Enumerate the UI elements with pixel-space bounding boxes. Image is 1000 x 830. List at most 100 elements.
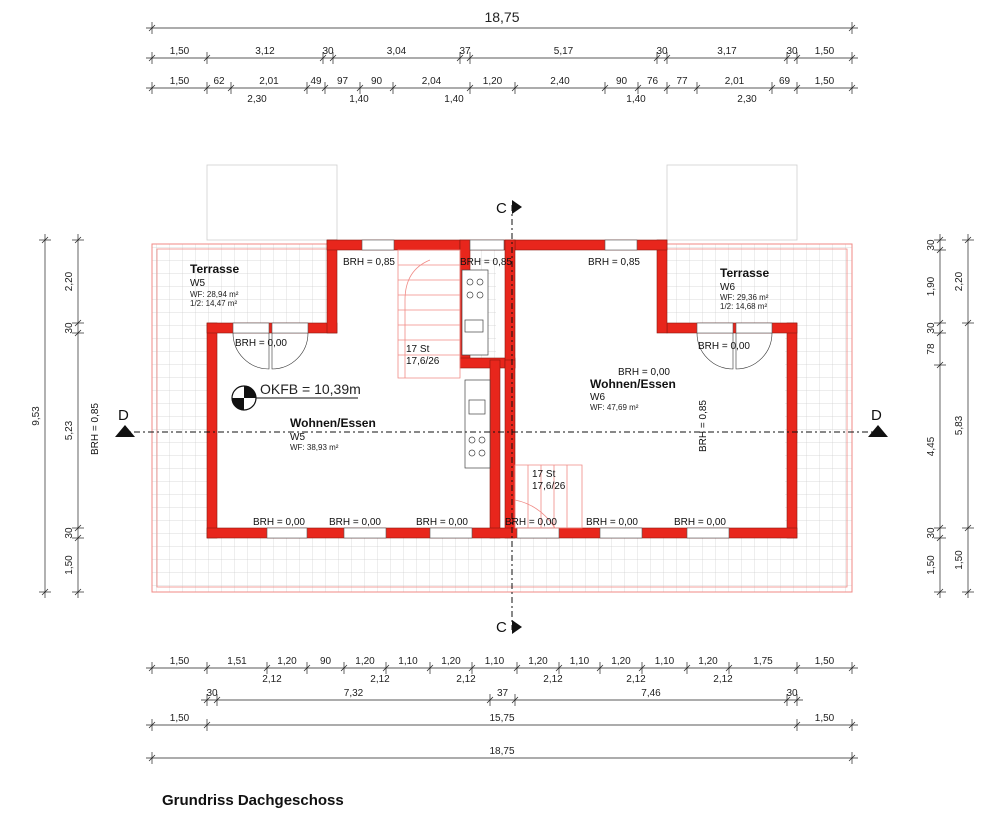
dim-bottom-row1-7: 1,10	[485, 656, 505, 667]
dim-top-row2a-7: 1,20	[483, 76, 503, 87]
dim-top-row2a-13: 69	[779, 76, 791, 87]
dim-left-outer-0: 9,53	[31, 406, 42, 426]
dim-top-row2a-0: 1,50	[170, 76, 190, 87]
dim-left-inner-1: 30	[64, 322, 75, 334]
dim-left-inner-3: 30	[64, 527, 75, 539]
living-w6-wf: WF: 47,69 m²	[590, 403, 639, 412]
dim-right-inner-4: 4,45	[926, 436, 937, 456]
brh-bottom-1: BRH = 0,00	[253, 517, 305, 528]
door-swings	[232, 332, 773, 370]
section-c-top: C	[496, 200, 507, 217]
dim-bottom-row1-1: 1,51	[227, 656, 247, 667]
dim-bottom-row1-12: 1,20	[698, 656, 718, 667]
brh-bottom-5: BRH = 0,00	[586, 517, 638, 528]
dim-top-row1-1: 3,12	[255, 46, 275, 57]
brh-door-right: BRH = 0,00	[698, 341, 750, 352]
dim-top-row1-3: 3,04	[387, 46, 407, 57]
dim-bottom-row1b-3: 2,12	[543, 674, 563, 685]
dim-top-row1-5: 5,17	[554, 46, 574, 57]
dim-bottom-row1-10: 1,20	[611, 656, 631, 667]
dimension-chains	[39, 22, 974, 764]
section-lines	[120, 205, 885, 630]
brh-bottom-2: BRH = 0,00	[329, 517, 381, 528]
dim-bottom-row1-6: 1,20	[441, 656, 461, 667]
dim-bottom-row2-4: 30	[786, 688, 798, 699]
dim-bottom-row1-5: 1,10	[398, 656, 418, 667]
dim-top-row2a-12: 2,01	[725, 76, 745, 87]
level-marker-icon	[231, 385, 358, 411]
brh-top-2: BRH = 0,85	[460, 257, 512, 268]
living-w5-wf: WF: 38,93 m²	[290, 443, 339, 452]
terrace-w5-half: 1/2: 14,47 m²	[190, 299, 237, 308]
dim-top-row2b-0: 2,30	[247, 94, 267, 105]
stairs-left	[397, 249, 461, 379]
dim-right-inner-0: 30	[926, 239, 937, 251]
living-w5-unit: W5	[290, 432, 305, 443]
okfb-label: OKFB = 10,39m	[260, 381, 361, 397]
dim-top-row1-8: 30	[786, 46, 798, 57]
dim-bottom-row1-9: 1,10	[570, 656, 590, 667]
dim-top-row1-4: 37	[459, 46, 471, 57]
dim-top-row2a-14: 1,50	[815, 76, 835, 87]
dim-top-row2b-2: 1,40	[444, 94, 464, 105]
dim-bottom-row1-14: 1,50	[815, 656, 835, 667]
dim-bottom-row1-8: 1,20	[528, 656, 548, 667]
dim-bottom-row1b-5: 2,12	[713, 674, 733, 685]
section-d-right: D	[871, 407, 882, 424]
dim-bottom-row1-3: 90	[320, 656, 332, 667]
dim-bottom-row1-13: 1,75	[753, 656, 773, 667]
dim-top-row2a-10: 76	[647, 76, 659, 87]
terrace-w6-name: Terrasse	[720, 266, 769, 280]
dim-right-outer-0: 2,20	[954, 271, 965, 291]
dim-top-row1-9: 1,50	[815, 46, 835, 57]
dim-top-row2a-1: 62	[213, 76, 225, 87]
dim-bottom-row1-11: 1,10	[655, 656, 675, 667]
section-c-bottom: C	[496, 619, 507, 636]
terrace-w5-name: Terrasse	[190, 262, 239, 276]
section-markers	[115, 200, 888, 634]
dim-top-row2a-3: 49	[310, 76, 322, 87]
dim-left-inner-2: 5,23	[64, 420, 75, 440]
dim-bottom-row1-0: 1,50	[170, 656, 190, 667]
dim-bottom-row1-2: 1,20	[277, 656, 297, 667]
dim-right-inner-1: 1,90	[926, 276, 937, 296]
dim-right-inner-3: 78	[926, 343, 937, 355]
living-w6-unit: W6	[590, 392, 605, 403]
kitchen-counters	[461, 269, 491, 469]
brh-right-vertical: BRH = 0,85	[698, 400, 709, 452]
terrace-w6-unit: W6	[720, 282, 735, 293]
terrace-w6-half: 1/2: 14,68 m²	[720, 302, 767, 311]
dim-right-outer-2: 1,50	[954, 550, 965, 570]
dim-top-row2b-1: 1,40	[349, 94, 369, 105]
dim-bottom-row2-0: 30	[206, 688, 218, 699]
living-w5-name: Wohnen/Essen	[290, 416, 376, 430]
bay-right	[666, 164, 798, 241]
dim-top-row1-6: 30	[656, 46, 668, 57]
dim-top-total-0: 18,75	[484, 9, 519, 25]
dim-bottom-row1b-1: 2,12	[370, 674, 390, 685]
living-w6-name: Wohnen/Essen	[590, 377, 676, 391]
brh-w6-living: BRH = 0,00	[618, 367, 670, 378]
dim-top-row2b-3: 1,40	[626, 94, 646, 105]
dim-top-row2a-6: 2,04	[422, 76, 442, 87]
dim-bottom-row1b-0: 2,12	[262, 674, 282, 685]
page-title: Grundriss Dachgeschoss	[162, 792, 344, 809]
stairs-right-count: 17 St	[532, 469, 556, 480]
dim-right-inner-6: 1,50	[926, 555, 937, 575]
dim-top-row2a-5: 90	[371, 76, 383, 87]
brh-bottom-3: BRH = 0,00	[416, 517, 468, 528]
stairs-left-ratio: 17,6/26	[406, 356, 440, 367]
dim-top-row1-0: 1,50	[170, 46, 190, 57]
stairs-right-ratio: 17,6/26	[532, 481, 566, 492]
dim-bottom-row3-0: 1,50	[170, 713, 190, 724]
dim-right-inner-5: 30	[926, 527, 937, 539]
dim-bottom-row2-3: 7,46	[641, 688, 661, 699]
dim-bottom-row1-4: 1,20	[355, 656, 375, 667]
stairs-right	[514, 464, 583, 529]
terrace-w6-wf: WF: 29,36 m²	[720, 293, 769, 302]
dim-top-row2a-9: 90	[616, 76, 628, 87]
dim-bottom-row2-1: 7,32	[344, 688, 364, 699]
dim-top-row2a-8: 2,40	[550, 76, 570, 87]
dim-bottom-row1b-4: 2,12	[626, 674, 646, 685]
